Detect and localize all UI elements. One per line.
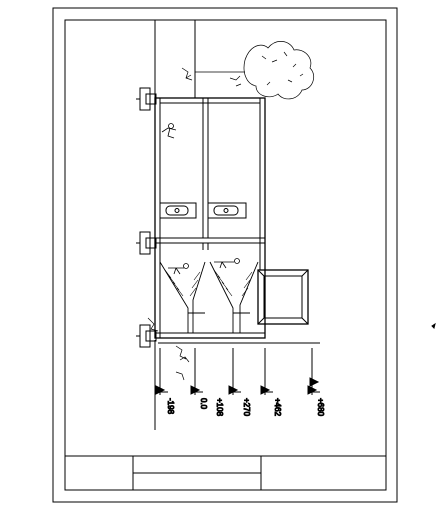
- inner-sheet-border: [64, 19, 387, 491]
- side-tank: [257, 269, 309, 325]
- level-label: -198: [166, 398, 175, 415]
- human-figure-lower-right: [214, 258, 240, 269]
- tree-icon: [181, 41, 314, 100]
- level-label: +108: [215, 398, 224, 417]
- level-mark: +108: [215, 385, 241, 417]
- level-triangle-icon: [309, 377, 320, 387]
- level-mark: -198: [155, 385, 176, 415]
- human-figure-lower-left: [168, 263, 189, 275]
- building-section: [154, 97, 266, 339]
- level-label: 0.0: [199, 398, 208, 410]
- shrub-icon: [147, 317, 190, 381]
- human-figure-upper: [161, 123, 177, 139]
- level-label: +462: [273, 398, 282, 417]
- level-label: +270: [242, 398, 251, 417]
- title-block: [65, 455, 386, 490]
- level-mark: +270: [242, 385, 273, 417]
- building-outer-wall: [154, 97, 266, 339]
- footing-middle: [136, 231, 157, 255]
- outer-sheet-border: [52, 7, 398, 503]
- ground-lines: [154, 20, 196, 430]
- footing-bottom: [136, 324, 157, 348]
- wash-basin-right: [207, 202, 247, 219]
- hopper-pit-section: [159, 261, 259, 333]
- level-mark: +680: [309, 377, 326, 417]
- level-mark: +462: [273, 385, 320, 417]
- stray-mark: [431, 322, 436, 329]
- level-marks: -198 0.0 +108 +270 +462 +680: [155, 377, 326, 417]
- level-mark: 0.0: [190, 385, 209, 410]
- wash-basin-left: [159, 202, 197, 219]
- footing-top: [136, 87, 157, 111]
- level-label: +680: [316, 398, 325, 417]
- level-stems: [158, 342, 320, 395]
